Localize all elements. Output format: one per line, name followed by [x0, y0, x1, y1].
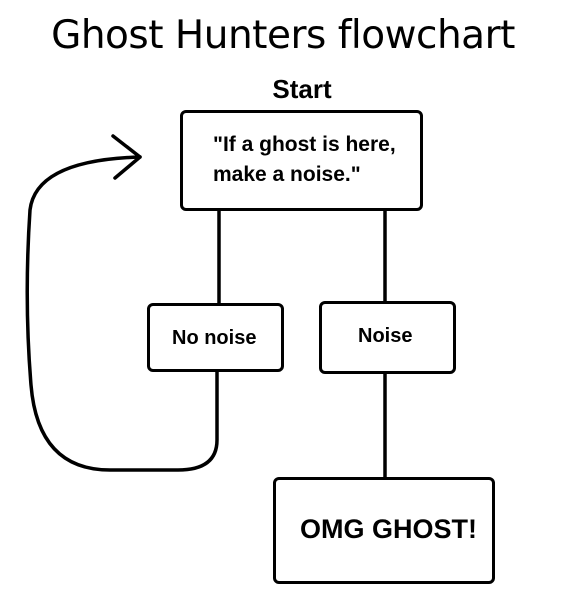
loop-back-arrow — [25, 155, 219, 472]
no-noise-node: No noise — [147, 303, 284, 372]
start-node-line-2: make a noise." — [213, 163, 361, 186]
start-node: "If a ghost is here, make a noise." — [180, 110, 423, 211]
start-label: Start — [272, 74, 332, 104]
page-title: Ghost Hunters flowchart — [51, 13, 515, 58]
noise-node: Noise — [319, 301, 456, 374]
ghost-node: OMG GHOST! — [273, 477, 495, 584]
loop-arrowhead — [111, 134, 142, 180]
start-node-line-1: "If a ghost is here, — [213, 133, 396, 156]
